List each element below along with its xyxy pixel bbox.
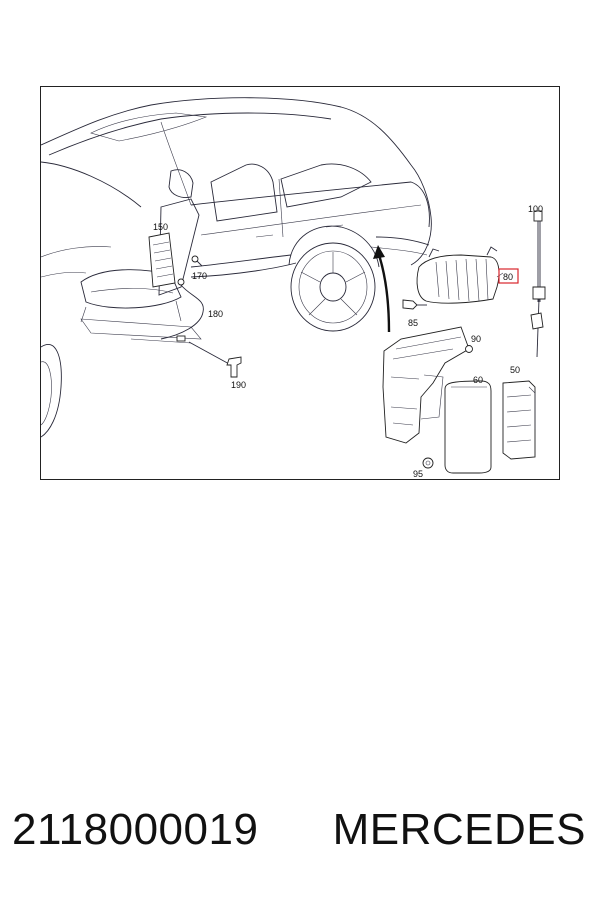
- part-60-cover: [444, 380, 492, 474]
- part-180-harness: [130, 284, 204, 344]
- callout-170: 170: [192, 271, 207, 281]
- callout-90: 90: [471, 334, 481, 344]
- part-95-nut: [422, 457, 434, 469]
- callout-180: 180: [208, 309, 223, 319]
- parts-diagram-frame: 150 170 180 190: [40, 86, 560, 480]
- part-50-module: [502, 380, 536, 460]
- callout-190: 190: [231, 380, 246, 390]
- caption-bar: 2118000019 MERCEDES: [0, 800, 600, 860]
- callout-50: 50: [510, 365, 520, 375]
- part-100-cable: [530, 210, 546, 358]
- part-85-screw: [402, 299, 427, 310]
- part-90-bracket: [382, 326, 473, 444]
- part-190-connector: [188, 341, 242, 378]
- brand-name: MERCEDES: [332, 805, 586, 854]
- parts-diagram: 150 170 180 190: [41, 97, 546, 479]
- part-150-seat-module: [148, 232, 176, 288]
- installation-arrow: [373, 245, 391, 333]
- callout-80: 80: [503, 272, 513, 282]
- callout-85: 85: [408, 318, 418, 328]
- callout-95: 95: [413, 469, 423, 479]
- part-80-control-unit: [416, 246, 504, 304]
- callout-80-highlight: [498, 268, 519, 284]
- part-170-screw: [177, 255, 203, 286]
- car-body-outline: [41, 97, 432, 438]
- callout-150: 150: [153, 222, 168, 232]
- part-number: 2118000019: [12, 805, 259, 854]
- callout-100: 100: [528, 204, 543, 214]
- callout-60: 60: [473, 375, 483, 385]
